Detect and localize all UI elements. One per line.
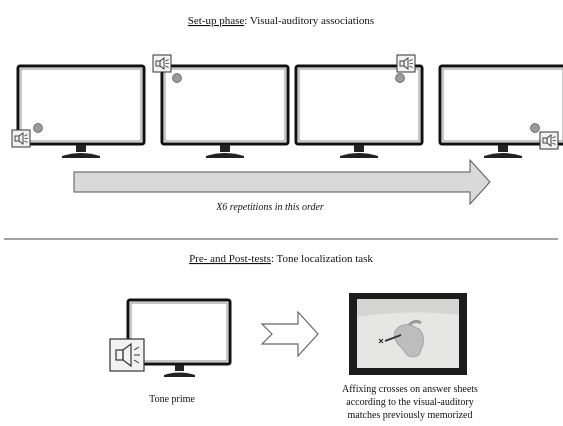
- monitor-4: [438, 64, 563, 160]
- speaker-icon: [152, 54, 172, 73]
- large-speaker-icon: [109, 338, 145, 372]
- setup-title-underlined: Set-up phase: [188, 15, 245, 27]
- tone-prime-label: Tone prime: [149, 394, 195, 405]
- target-dot: [530, 123, 540, 133]
- tone-prime-monitor: [126, 298, 232, 377]
- answer-sheet-photo: [349, 293, 467, 375]
- speaker-icon: [539, 131, 559, 150]
- tests-title: Pre- and Post-tests: Tone localization t…: [189, 253, 373, 265]
- photo-caption-line: matches previously memorized: [348, 410, 473, 421]
- target-dot: [395, 73, 405, 83]
- setup-title: Set-up phase: Visual-auditory associatio…: [188, 15, 374, 27]
- repetitions-caption: X6 repetitions in this order: [215, 202, 324, 213]
- sequence-arrow: [73, 158, 491, 206]
- tests-title-rest: : Tone localization task: [271, 253, 373, 265]
- photo-caption-line: Affixing crosses on answer sheets: [342, 384, 478, 395]
- speaker-icon: [11, 129, 31, 148]
- speaker-icon: [396, 54, 416, 73]
- monitor-2: [160, 64, 290, 160]
- target-dot: [33, 123, 43, 133]
- monitor-1: [16, 64, 146, 160]
- transition-arrow: [260, 310, 319, 358]
- monitor-3: [294, 64, 424, 160]
- setup-title-rest: : Visual-auditory associations: [244, 15, 374, 27]
- tests-title-underlined: Pre- and Post-tests: [189, 253, 271, 265]
- photo-caption-line: according to the visual-auditory: [346, 397, 473, 408]
- photo-caption: Affixing crosses on answer sheets accord…: [342, 384, 478, 421]
- target-dot: [172, 73, 182, 83]
